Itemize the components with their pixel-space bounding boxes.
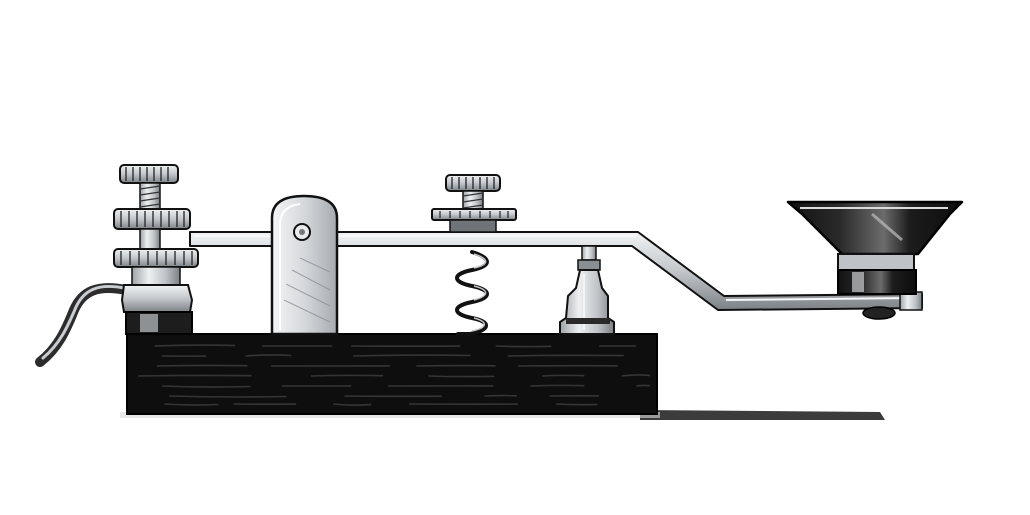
tension-spring-highlight [471, 253, 487, 332]
wood-grain-streak [333, 403, 372, 406]
wood-grain-streak [542, 374, 585, 377]
contact-binding-post [113, 164, 199, 335]
finger-knob [786, 200, 964, 295]
wood-grain-streak [138, 374, 252, 377]
wooden-base [126, 333, 658, 415]
wood-grain-streak [530, 384, 585, 387]
wood-grain-streak [310, 374, 384, 377]
ground-shadow [640, 410, 885, 420]
wood-grain-streak [169, 395, 287, 398]
electrical-wire-highlight [41, 284, 126, 360]
wood-grain-streak [162, 385, 251, 388]
wood-grain-streak [556, 403, 598, 406]
contact-post [559, 245, 615, 335]
wood-grain-streak [353, 354, 471, 357]
wood-grain-streak [495, 345, 552, 348]
tension-adjust-screw [431, 174, 517, 233]
electrical-wire [35, 283, 131, 367]
wood-grain-streak [164, 403, 219, 406]
wood-grain-streak [621, 374, 651, 377]
wood-grain-streak [507, 354, 624, 357]
trunnion-pivot-bracket [270, 194, 339, 336]
wood-grain-streak [156, 364, 248, 367]
wood-grain-streak [245, 354, 292, 357]
wood-grain-streak [636, 384, 651, 387]
wood-grain-streak [154, 344, 236, 347]
wood-grain-streak [428, 375, 495, 378]
